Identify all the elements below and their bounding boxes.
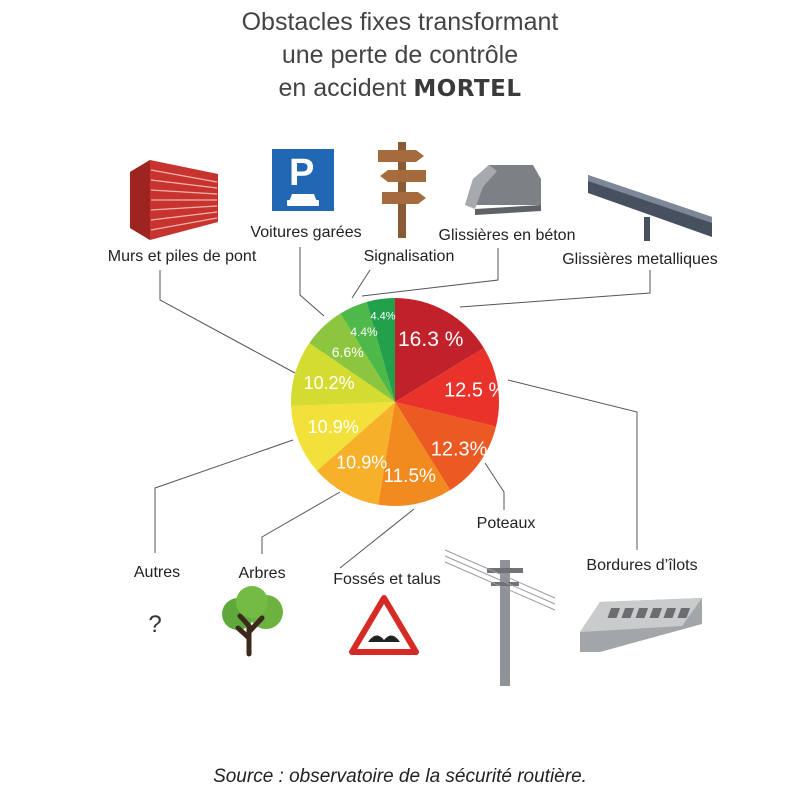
chart-title: Obstacles fixes transformant une perte d… — [0, 6, 800, 106]
pie: 16.3 %12.5 %12.3%11.5%10.9%10.9%10.2%6.6… — [290, 298, 507, 507]
utility-pole-icon — [444, 549, 556, 686]
brick-row-line — [150, 205, 218, 211]
wall-side — [130, 160, 150, 240]
source-note: Source : observatoire de la sécurité rou… — [213, 766, 587, 787]
category-label-glissieres-metalliques: Glissières metalliques — [562, 251, 718, 268]
leader-lines — [154, 247, 651, 569]
question-mark-icon: ? — [148, 611, 161, 638]
curb-slot — [663, 608, 677, 618]
title-emphasis: MORTEL — [413, 76, 522, 102]
data-label-autres: 10.9% — [308, 417, 359, 437]
data-label-poteaux: 12.3% — [431, 438, 488, 460]
brick-row-line — [150, 189, 218, 195]
power-line — [444, 549, 556, 599]
category-label-fosses-et-talus: Fossés et talus — [333, 571, 441, 588]
leader-line-fosses-et-talus — [339, 508, 415, 569]
brick-row-line — [150, 217, 218, 231]
pole-crossarm — [487, 568, 523, 573]
category-label-signalisation: Signalisation — [364, 248, 455, 265]
warning-triangle — [349, 595, 419, 655]
signpost-icon — [378, 142, 426, 238]
category-label-poteaux: Poteaux — [477, 515, 536, 532]
pie-slice-arbres — [316, 402, 395, 505]
leader-line-autres — [154, 439, 294, 553]
curb-slot — [607, 608, 621, 618]
leader-line-signalisation — [351, 269, 371, 299]
category-label-arbres: Arbres — [238, 565, 285, 582]
pie-slice-fosses-et-talus — [378, 402, 451, 507]
data-label-murs-et-piles-de-pont: 10.2% — [304, 373, 355, 393]
curb-slot — [677, 608, 691, 618]
pie-slice-autres — [291, 402, 395, 471]
pie-slice-glissieres-metalliques — [395, 298, 484, 402]
icons: ?P — [130, 142, 712, 686]
category-label-autres: Autres — [134, 564, 180, 581]
power-line — [444, 555, 556, 605]
data-label-bordures-d-ilots: 12.5 % — [444, 380, 506, 402]
title-line-3: en accident MORTEL — [0, 72, 800, 106]
parking-letter: P — [289, 152, 314, 194]
leader-line-arbres — [261, 491, 341, 554]
barrier-base — [475, 205, 541, 215]
concrete-barrier-icon — [465, 165, 541, 215]
parking-car-base — [287, 200, 319, 206]
brick-row-line — [150, 211, 218, 221]
data-label-glissieres-metalliques: 16.3 % — [398, 328, 463, 351]
brick-row-line — [150, 169, 218, 183]
question-mark-glyph: ? — [148, 611, 161, 638]
data-label-arbres: 10.9% — [336, 452, 387, 472]
road-bump-warning-icon — [349, 595, 419, 655]
tree-trunk — [235, 613, 265, 657]
pole-crossarm-2 — [491, 582, 519, 586]
parking-sign-icon: P — [272, 149, 334, 211]
category-label-glissieres-en-beton: Glissières en béton — [439, 227, 576, 244]
curb-slot — [635, 608, 649, 618]
curb-icon — [580, 598, 702, 652]
guardrail-post — [644, 217, 650, 241]
leader-line-bordures-d-ilots — [507, 379, 638, 550]
leader-line-glissieres-en-beton — [361, 248, 499, 297]
signpost-pole — [398, 142, 406, 238]
pie-slice-murs-et-piles-de-pont — [290, 343, 395, 406]
title-line-1: Obstacles fixes transformant — [241, 8, 559, 36]
category-label-bordures-d-ilots: Bordures d’îlots — [586, 557, 697, 574]
data-label-fosses-et-talus: 11.5% — [383, 466, 436, 487]
warning-bump-symbol — [368, 635, 400, 642]
brick-wall-icon — [130, 160, 218, 240]
category-label-murs-et-piles-de-pont: Murs et piles de pont — [108, 248, 257, 265]
title-line-3-prefix: en accident — [278, 74, 414, 102]
guardrail-beam-top — [588, 175, 712, 223]
tree-foliage-top — [236, 586, 268, 618]
tree-icon — [222, 586, 283, 657]
signpost-arrow-3 — [382, 192, 426, 204]
title-line-2: une perte de contrôle — [281, 41, 519, 69]
category-label-voitures-garees: Voitures garées — [250, 224, 361, 241]
pie-slice-signalisation — [340, 301, 395, 402]
signpost-arrow-2 — [380, 170, 426, 182]
data-label-voitures-garees: 6.6% — [332, 344, 364, 360]
leader-line-glissieres-metalliques — [459, 270, 651, 308]
power-line — [444, 561, 556, 611]
barrier-face — [465, 165, 497, 209]
curb-slot — [621, 608, 635, 618]
data-label-glissieres-en-beton: 4.4% — [370, 310, 395, 322]
pie-slice-poteaux — [395, 402, 497, 491]
guardrail-icon — [588, 175, 712, 241]
pie-slice-voitures-garees — [309, 313, 395, 402]
brick-row-line — [150, 179, 218, 189]
leader-line-voitures-garees — [299, 247, 325, 317]
curb-slot — [649, 608, 663, 618]
leader-line-murs-et-piles-de-pont — [159, 270, 296, 374]
pole-shaft — [500, 560, 510, 686]
pie-slice-glissieres-en-beton — [366, 298, 395, 402]
pie-slice-bordures-d-ilots — [395, 347, 499, 427]
data-label-signalisation: 4.4% — [350, 325, 378, 339]
leader-line-poteaux — [484, 462, 505, 510]
signpost-arrow-1 — [378, 150, 424, 162]
